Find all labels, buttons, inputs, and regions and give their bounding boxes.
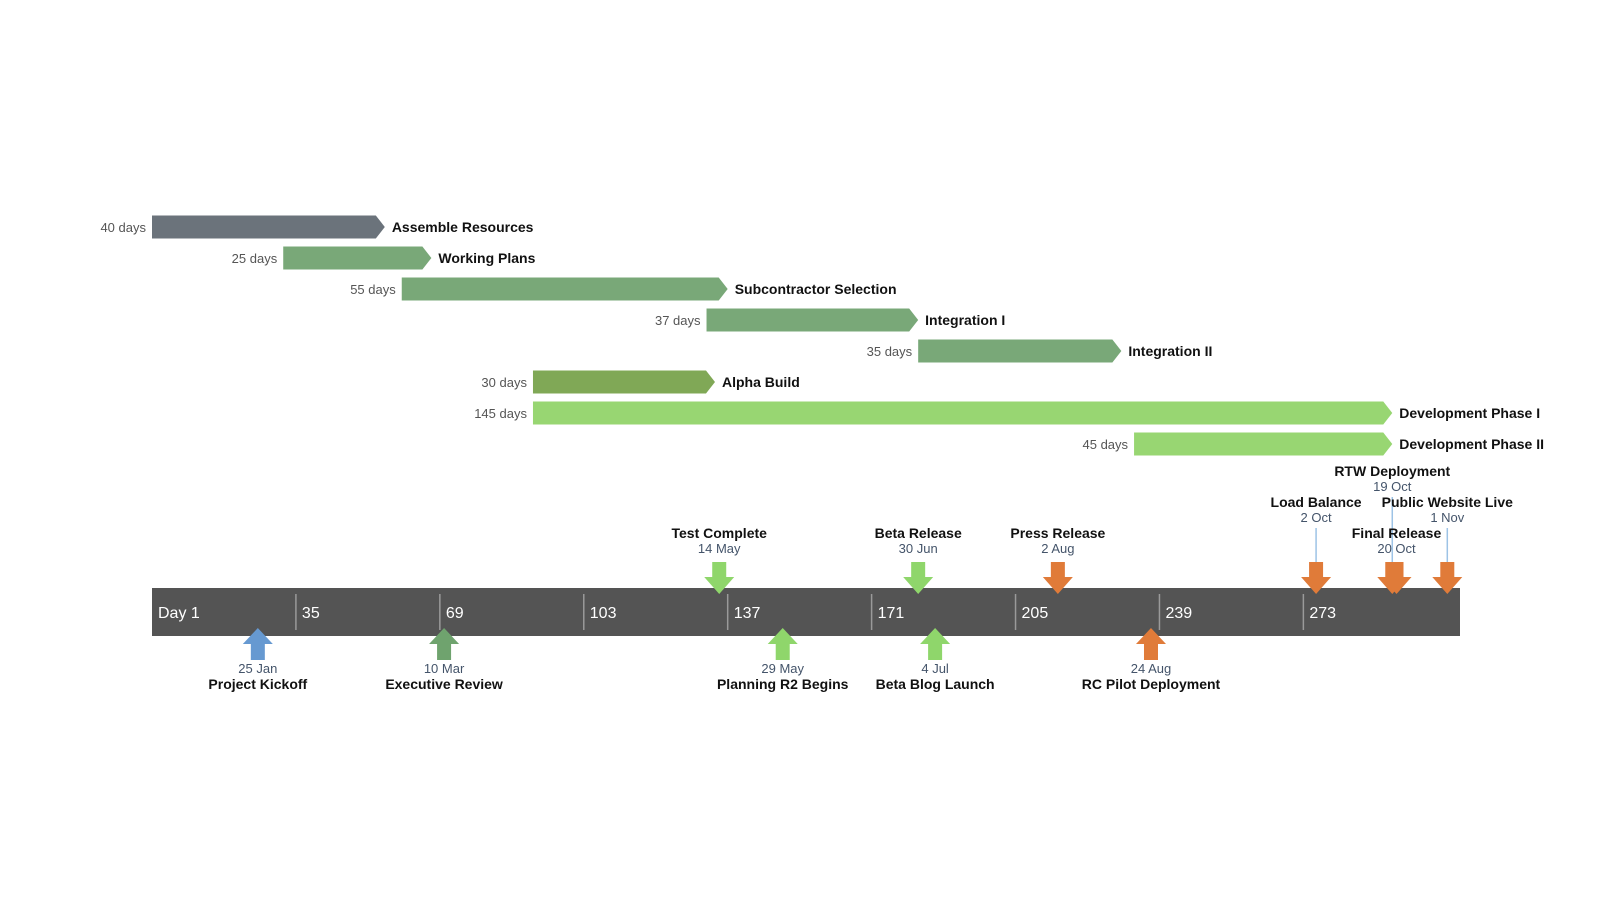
milestone-name: Final Release — [1352, 525, 1442, 541]
tick-label: 273 — [1309, 605, 1336, 622]
timeline-bar — [152, 588, 1460, 636]
milestone-arrow — [767, 628, 798, 660]
tick-label: 103 — [590, 605, 617, 622]
task-row: 30 days Alpha Build — [481, 370, 800, 394]
milestone-arrow — [1135, 628, 1166, 660]
milestone-arrow — [1381, 562, 1412, 594]
task-duration: 145 days — [474, 406, 527, 421]
milestone-name: RTW Deployment — [1334, 463, 1450, 479]
tick-label: 205 — [1022, 605, 1049, 622]
task-duration: 55 days — [350, 282, 396, 297]
milestone-arrow — [429, 628, 460, 660]
milestone-name: Public Website Live — [1382, 494, 1513, 510]
task-bars: 40 days Assemble Resources 25 days Working … — [100, 215, 1544, 456]
tick-label: 137 — [734, 605, 761, 622]
task-bar — [1134, 432, 1393, 456]
milestone-arrow — [1042, 562, 1073, 594]
task-name: Working Plans — [438, 250, 535, 266]
task-bar — [532, 401, 1393, 425]
task-row: 45 days Development Phase II — [1083, 432, 1544, 456]
task-bar — [401, 277, 728, 301]
milestone-name: Beta Release — [875, 525, 962, 541]
timeline-band: Day 1 35 69 103 137 171 205 239 273 — [152, 588, 1460, 636]
tick-label: 35 — [302, 605, 320, 622]
milestone-name: RC Pilot Deployment — [1082, 676, 1221, 692]
tick-label: 171 — [878, 605, 905, 622]
task-name: Integration I — [925, 312, 1005, 328]
milestone-date: 2 Aug — [1041, 541, 1074, 556]
task-bar — [152, 215, 385, 239]
milestone-arrow — [704, 562, 735, 594]
milestone-date: 4 Jul — [921, 661, 949, 676]
milestone-arrow — [920, 628, 951, 660]
milestone-date: 1 Nov — [1430, 510, 1464, 525]
task-row: 25 days Working Plans — [232, 246, 536, 270]
milestone-date: 20 Oct — [1377, 541, 1416, 556]
milestone-date: 24 Aug — [1131, 661, 1172, 676]
tick-label: 239 — [1165, 605, 1192, 622]
milestone-date: 14 May — [698, 541, 741, 556]
tick-label: 69 — [446, 605, 464, 622]
tick-label: Day 1 — [158, 605, 200, 622]
task-duration: 40 days — [100, 220, 146, 235]
task-bar — [918, 339, 1122, 363]
task-name: Development Phase II — [1399, 436, 1544, 452]
task-name: Integration II — [1128, 343, 1212, 359]
milestone-name: Executive Review — [385, 676, 503, 692]
milestone-name: Beta Blog Launch — [876, 676, 995, 692]
milestone-name: Press Release — [1010, 525, 1105, 541]
milestone-arrow — [1432, 562, 1463, 594]
task-bar — [706, 308, 919, 332]
milestone-name: Load Balance — [1271, 494, 1362, 510]
task-row: 37 days Integration I — [655, 308, 1005, 332]
task-row: 35 days Integration II — [867, 339, 1212, 363]
task-duration: 45 days — [1083, 437, 1129, 452]
task-bar — [532, 370, 715, 394]
milestone-name: Planning R2 Begins — [717, 676, 849, 692]
task-row: 40 days Assemble Resources — [100, 215, 534, 239]
task-bar — [283, 246, 432, 270]
task-name: Development Phase I — [1399, 405, 1540, 421]
milestone-date: 30 Jun — [899, 541, 938, 556]
milestone-name: Test Complete — [672, 525, 768, 541]
milestone-name: Project Kickoff — [208, 676, 307, 692]
milestone-date: 19 Oct — [1373, 479, 1412, 494]
milestone-date: 10 Mar — [424, 661, 465, 676]
milestone-date: 29 May — [761, 661, 804, 676]
task-duration: 37 days — [655, 313, 701, 328]
task-name: Alpha Build — [722, 374, 800, 390]
task-row: 55 days Subcontractor Selection — [350, 277, 897, 301]
milestone-arrow — [242, 628, 273, 660]
task-duration: 30 days — [481, 375, 527, 390]
task-name: Assemble Resources — [392, 219, 534, 235]
task-row: 145 days Development Phase I — [474, 401, 1540, 425]
milestone-arrow — [903, 562, 934, 594]
task-duration: 25 days — [232, 251, 278, 266]
task-duration: 35 days — [867, 344, 913, 359]
milestone-arrow — [1301, 562, 1332, 594]
task-name: Subcontractor Selection — [735, 281, 897, 297]
milestone-date: 2 Oct — [1301, 510, 1332, 525]
milestone-date: 25 Jan — [238, 661, 277, 676]
